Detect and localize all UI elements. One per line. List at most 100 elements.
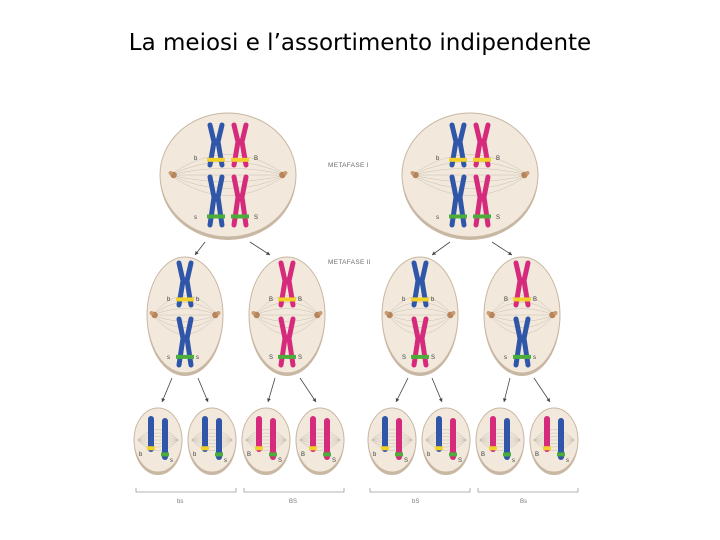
chromatid-single xyxy=(215,418,223,460)
allele-label-bottom: S xyxy=(298,355,302,361)
spindle-fiber xyxy=(371,439,413,444)
spindle-fiber xyxy=(479,439,521,448)
arrow-head xyxy=(267,398,271,402)
chromatid-single xyxy=(147,416,155,452)
gene-band xyxy=(323,452,331,457)
gamete-cell-5: bS xyxy=(367,407,417,475)
arrow-head xyxy=(395,398,400,402)
gene-band xyxy=(215,452,223,457)
gene-band xyxy=(557,452,565,457)
spindle-fiber xyxy=(299,432,341,441)
centromere xyxy=(237,194,243,201)
arrow-head xyxy=(438,398,443,402)
allele-label-gamete: B xyxy=(481,452,485,458)
centromere xyxy=(558,433,564,439)
allele-label-bottom: s xyxy=(167,355,170,361)
chromatid-single xyxy=(381,416,389,452)
spindle-fiber xyxy=(489,314,555,335)
allele-label-bottom: S xyxy=(402,355,406,361)
gene-band xyxy=(278,354,296,359)
chromatid xyxy=(324,418,330,460)
allele-label-bottom: S xyxy=(269,355,273,361)
arrow-head xyxy=(546,398,550,402)
allele-label-gamete: B xyxy=(301,452,305,458)
gene-band xyxy=(231,214,249,219)
gene-band xyxy=(411,297,429,302)
centromere xyxy=(396,433,402,439)
spindle-fiber xyxy=(137,439,179,444)
allele-label-gamete: b xyxy=(373,452,377,458)
replicated-chromosome xyxy=(207,174,225,228)
spindle-fiber xyxy=(254,314,320,335)
arrow-line xyxy=(249,241,271,256)
gene-band xyxy=(449,452,457,457)
chromatid-single xyxy=(309,416,317,452)
replicated-chromosome xyxy=(176,260,194,308)
spindle-fiber xyxy=(489,302,555,316)
chromatid xyxy=(216,418,222,460)
chromatid-single xyxy=(161,418,169,460)
allele-label-b: b xyxy=(194,156,198,162)
arrow-line xyxy=(503,377,511,403)
centromere xyxy=(182,277,188,284)
centrosome xyxy=(384,311,389,315)
gene-band xyxy=(411,354,429,359)
gene-band xyxy=(147,446,155,451)
spindle-fiber xyxy=(533,432,575,441)
spindle-fiber xyxy=(425,439,467,444)
spindle-fiber xyxy=(371,439,413,451)
spindle-fiber xyxy=(533,439,575,451)
spindle-fiber xyxy=(245,432,287,441)
spindle-fiber xyxy=(254,314,320,328)
spindle-fiber xyxy=(371,429,413,441)
spindle-fiber xyxy=(137,439,179,448)
centrosome xyxy=(318,311,323,315)
spindle-fiber xyxy=(387,295,453,316)
spindle-fiber xyxy=(412,154,528,176)
gene-band xyxy=(381,446,389,451)
arrow-head xyxy=(508,251,512,255)
gene-band xyxy=(309,446,317,451)
gamete-bracket-1 xyxy=(135,488,237,493)
gene-band xyxy=(255,446,263,451)
gene-band xyxy=(543,446,551,451)
spindle-fiber xyxy=(425,436,467,441)
centromere xyxy=(417,277,423,284)
spindle-fiber xyxy=(245,439,287,444)
allele-label-B: B xyxy=(254,156,258,162)
gene-band xyxy=(513,354,531,359)
allele-label-top: b xyxy=(167,297,171,303)
centrosome xyxy=(149,311,154,315)
allele-label-gamete: b xyxy=(427,452,431,458)
spindle-fiber xyxy=(170,154,286,176)
chromatid xyxy=(558,418,564,460)
arrow-line xyxy=(533,377,551,403)
stage-label-metafase-1: METAFASE I xyxy=(328,162,369,169)
spindle-fiber xyxy=(170,174,286,182)
spindle-fiber xyxy=(170,168,286,176)
centromere xyxy=(213,194,219,201)
centrosome xyxy=(251,311,256,315)
spindle-fiber xyxy=(191,439,233,448)
arrow-head xyxy=(161,398,166,402)
spindle-fiber xyxy=(479,429,521,441)
allele-label-top: B xyxy=(504,297,508,303)
allele-label-bottom: s xyxy=(504,355,507,361)
chromatid-single xyxy=(543,416,551,452)
allele-label-gamete: S xyxy=(278,458,282,464)
centromere xyxy=(479,138,485,145)
centrosome xyxy=(553,311,558,315)
allele-label-top: B xyxy=(533,297,537,303)
centrosome xyxy=(486,311,491,315)
arrow-head xyxy=(195,251,199,255)
gene-band xyxy=(176,354,194,359)
centromere xyxy=(490,428,496,434)
centromere xyxy=(213,138,219,145)
centromere xyxy=(216,433,222,439)
spindle-fiber xyxy=(299,439,341,451)
centromere xyxy=(455,138,461,145)
allele-label-gamete: b xyxy=(193,452,197,458)
spindle-fiber xyxy=(387,314,453,328)
